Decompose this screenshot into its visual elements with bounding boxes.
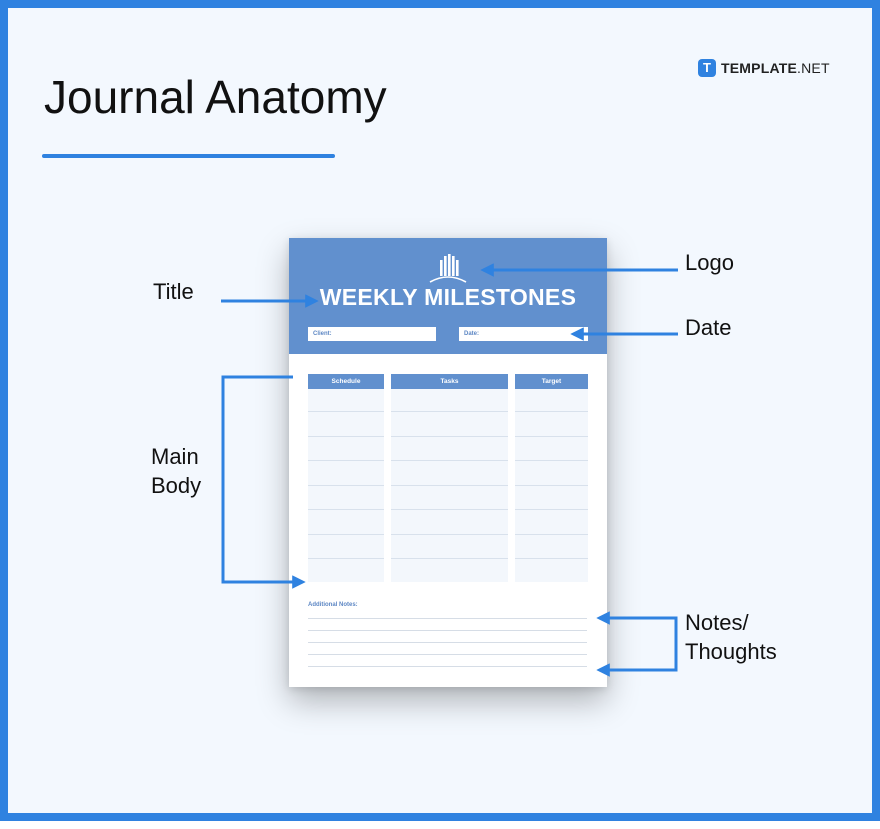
note-line xyxy=(308,642,587,643)
building-logo-icon xyxy=(429,254,467,283)
arrow-icon xyxy=(596,611,678,677)
notes-label: Additional Notes: xyxy=(308,602,358,608)
label-notes-line2: Thoughts xyxy=(685,639,777,664)
annotation-arrows xyxy=(221,263,678,677)
page-title: Journal Anatomy xyxy=(44,71,387,123)
date-field: Date: xyxy=(459,327,588,341)
label-date: Date xyxy=(685,315,732,340)
column-header-tasks: Tasks xyxy=(391,374,508,389)
brand-name: TEMPLATE.NET xyxy=(721,60,830,76)
label-title: Title xyxy=(153,279,194,304)
journal-header: WEEKLY MILESTONES Client: Date: xyxy=(289,238,607,354)
label-notes: Notes/ Thoughts xyxy=(685,608,777,666)
note-line xyxy=(308,654,587,655)
column-header-target: Target xyxy=(515,374,588,389)
brand-logo: T TEMPLATE.NET xyxy=(698,58,830,78)
column-body-schedule xyxy=(308,389,384,582)
column-body-tasks xyxy=(391,389,508,582)
brand-name-suffix: .NET xyxy=(797,60,830,76)
journal-title: WEEKLY MILESTONES xyxy=(319,284,577,310)
client-field: Client: xyxy=(308,327,436,341)
journal-sheet: WEEKLY MILESTONES Client: Date: Schedule… xyxy=(289,238,607,687)
column-body-target xyxy=(515,389,588,582)
column-header-schedule: Schedule xyxy=(308,374,384,389)
label-logo: Logo xyxy=(685,250,734,275)
brand-name-bold: TEMPLATE xyxy=(721,60,798,76)
arrow-icon xyxy=(221,375,306,589)
brand-t-icon: T xyxy=(698,59,716,77)
label-main-body-line1: Main xyxy=(151,444,199,469)
title-underline xyxy=(42,154,335,158)
note-line xyxy=(308,666,587,667)
label-notes-line1: Notes/ xyxy=(685,610,749,635)
note-line xyxy=(308,618,587,619)
label-main-body-line2: Body xyxy=(151,473,202,498)
note-line xyxy=(308,630,587,631)
label-main-body: Main Body xyxy=(151,442,201,500)
